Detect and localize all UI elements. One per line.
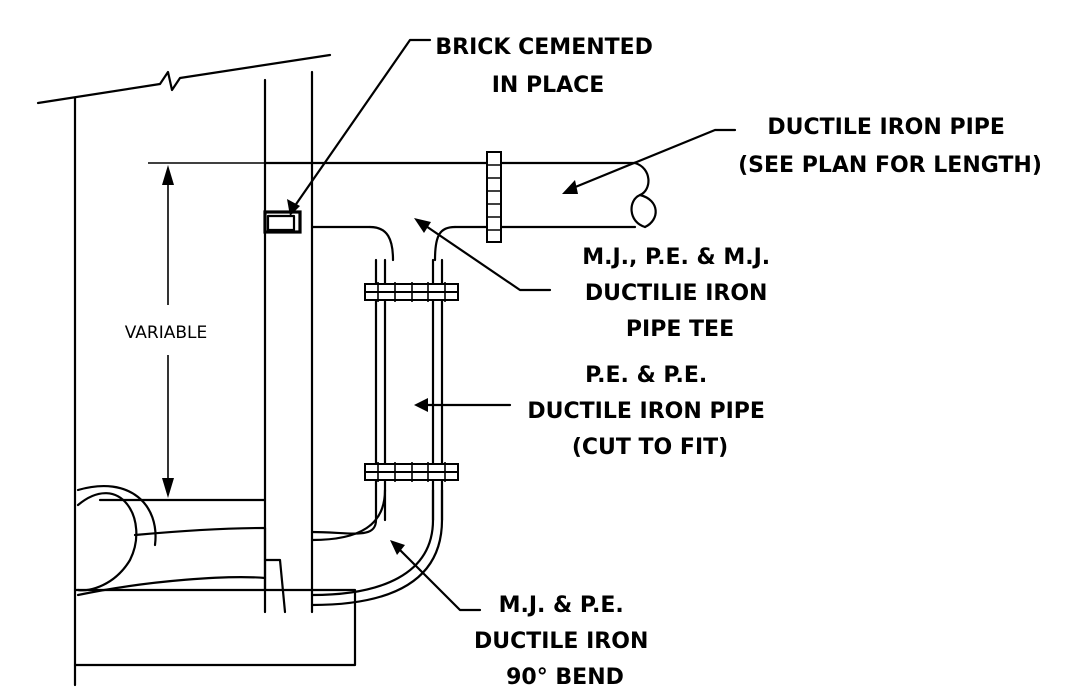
upper-flange bbox=[364, 282, 459, 302]
callout-brick: BRICK CEMENTED IN PLACE bbox=[435, 35, 660, 98]
callout-ductile-pipe-line-1: DUCTILE IRON PIPE bbox=[767, 115, 1005, 140]
callout-pipe-tee-line-2: DUCTILIE IRON bbox=[585, 281, 768, 306]
svg-text:DUCTILE IRON PIPE (SEE P: DUCTILE IRON PIPE (SEE PLAN FOR LENGTH) bbox=[738, 115, 1042, 178]
svg-text:M.J., P.E. & M.J. DUCTIL: M.J., P.E. & M.J. DUCTILIE IRON PIPE TEE bbox=[582, 245, 778, 342]
callout-bend-line-2: DUCTILE IRON bbox=[474, 629, 648, 654]
lower-flange bbox=[364, 462, 459, 482]
top-flange bbox=[486, 151, 502, 243]
ninety-degree-bend bbox=[263, 488, 444, 614]
horizontal-ductile-pipe bbox=[263, 161, 657, 262]
inlet-pipe bbox=[76, 484, 267, 597]
callout-pipe-tee-line-1: M.J., P.E. & M.J. bbox=[582, 245, 770, 270]
callout-pe-pipe-line-1: P.E. & P.E. bbox=[585, 363, 707, 388]
brick bbox=[263, 210, 302, 234]
callout-bend-line-3: 90° BEND bbox=[506, 665, 624, 690]
callout-bend: M.J. & P.E. DUCTILE IRON 90° BEND bbox=[474, 593, 656, 690]
callout-pe-pipe-line-3: (CUT TO FIT) bbox=[572, 435, 728, 460]
callout-bend-line-1: M.J. & P.E. bbox=[499, 593, 624, 618]
callout-pe-pipe: P.E. & P.E. DUCTILE IRON PIPE (CUT TO FI… bbox=[527, 363, 772, 460]
svg-text:BRICK CEMENTED IN PLACE: BRICK CEMENTED IN PLACE bbox=[435, 35, 660, 98]
ground-line bbox=[36, 53, 332, 105]
callout-ductile-pipe: DUCTILE IRON PIPE (SEE PLAN FOR LENGTH) bbox=[738, 115, 1042, 178]
callout-pe-pipe-line-2: DUCTILE IRON PIPE bbox=[527, 399, 765, 424]
callout-ductile-pipe-line-2: (SEE PLAN FOR LENGTH) bbox=[738, 153, 1042, 178]
callout-pipe-tee: M.J., P.E. & M.J. DUCTILIE IRON PIPE TEE bbox=[582, 245, 778, 342]
variable-dimension-label: VARIABLE bbox=[125, 323, 208, 343]
callout-brick-line-2: IN PLACE bbox=[492, 73, 605, 98]
callout-pipe-tee-line-3: PIPE TEE bbox=[626, 317, 734, 342]
variable-dimension bbox=[148, 162, 265, 501]
svg-text:M.J. & P.E. DUCTILE IRON: M.J. & P.E. DUCTILE IRON 90° BEND bbox=[474, 593, 656, 690]
svg-text:P.E. & P.E. DUCTILE IRON: P.E. & P.E. DUCTILE IRON PIPE (CUT TO FI… bbox=[527, 363, 772, 460]
leader-lines bbox=[287, 38, 737, 612]
base-slab bbox=[73, 588, 357, 667]
callout-brick-line-1: BRICK CEMENTED bbox=[435, 35, 653, 60]
